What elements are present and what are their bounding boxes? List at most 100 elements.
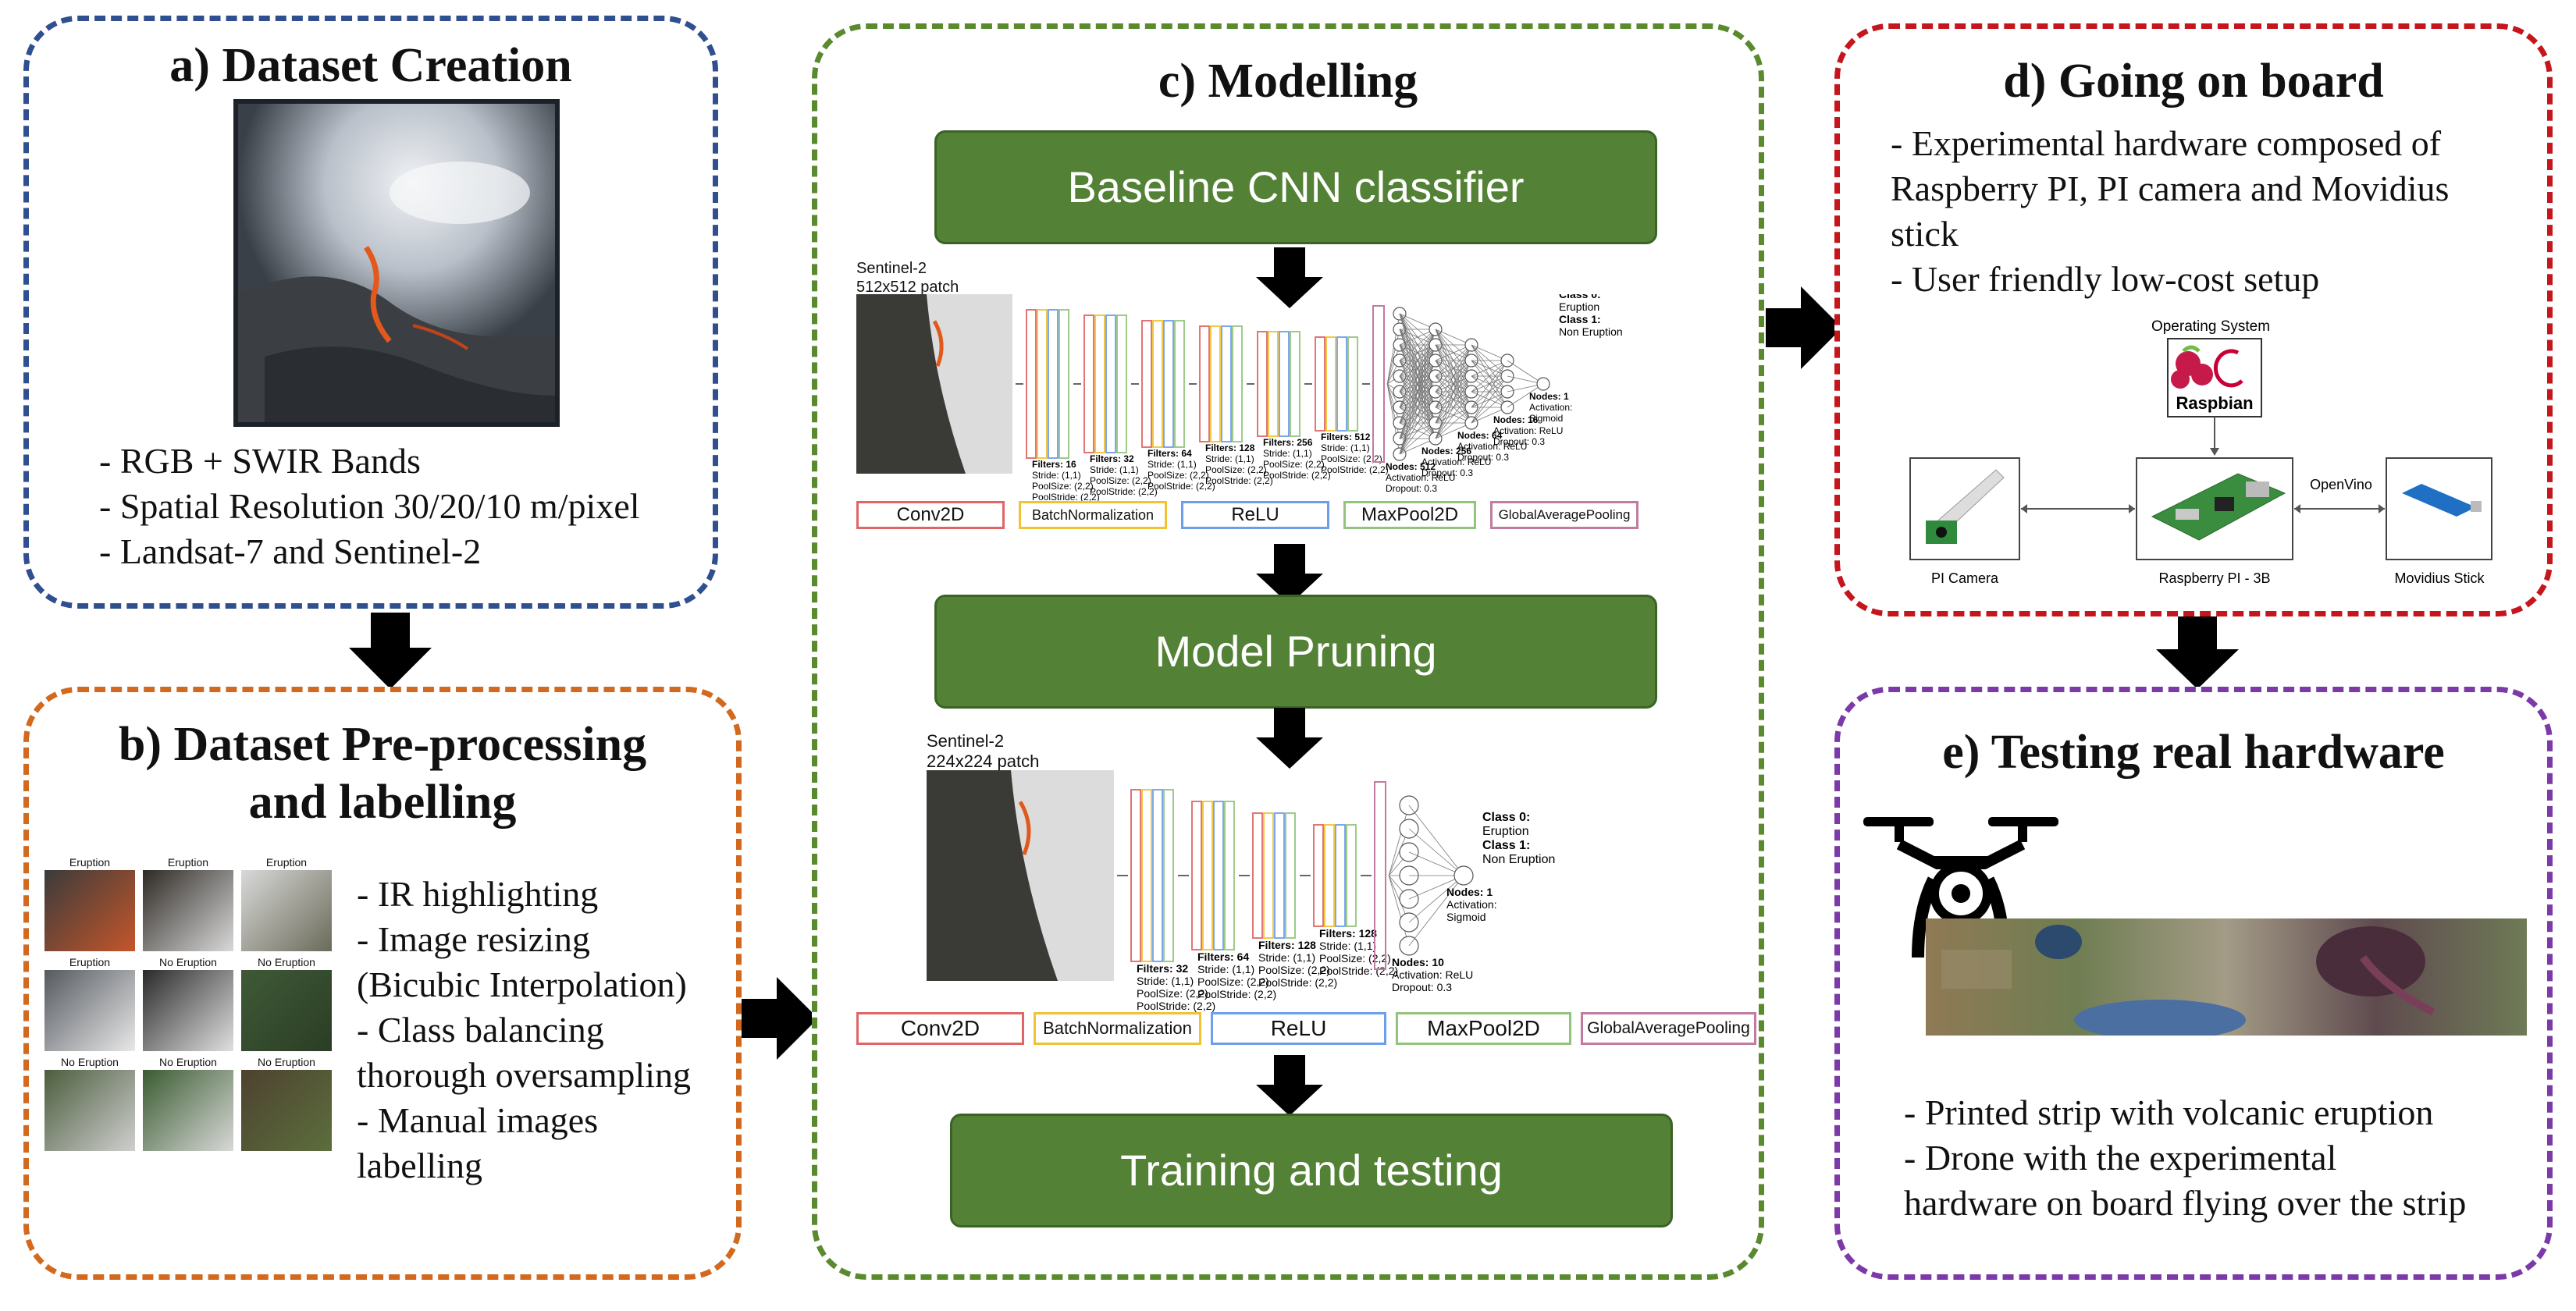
dense-params: Nodes: 1: [1529, 391, 1569, 402]
legend-batchnorm: BatchNormalization: [1034, 1012, 1201, 1045]
layer-slice: [1048, 309, 1059, 459]
layer-params: Stride: (1,1): [1321, 442, 1370, 453]
layer-params: Filters: 64: [1147, 448, 1192, 459]
dense-params: Activation:: [1529, 402, 1572, 413]
layer-params: PoolSize: (2,2): [1090, 475, 1151, 486]
satellite-thumbnail: [241, 970, 332, 1051]
panel-dataset-preprocessing: b) Dataset Pre-processing and labelling …: [23, 687, 742, 1280]
satellite-thumbnail: [241, 870, 332, 951]
net1-input-line2: 512x512 patch: [856, 279, 959, 296]
dense-connection: [1507, 360, 1544, 385]
panel-a-bullets: - RGB + SWIR Bands - Spatial Resolution …: [99, 439, 640, 574]
bullet: Raspberry PI, PI camera and Movidius: [1891, 169, 2450, 208]
layer-slice: [1221, 325, 1232, 442]
bullet: - Landsat-7 and Sentinel-2: [99, 531, 482, 571]
layer-slice: [1290, 331, 1300, 437]
bullet: stick: [1891, 214, 1959, 254]
arrow-down-icon: [1256, 1055, 1323, 1116]
legend-relu: ReLU: [1181, 501, 1329, 529]
dense-params: Nodes: 10: [1392, 956, 1444, 968]
dense-connection: [1471, 344, 1508, 408]
bullet: (Bicubic Interpolation): [357, 965, 687, 1004]
panel-d-bullets: - Experimental hardware composed of Rasp…: [1891, 121, 2449, 302]
class-label: Eruption: [1482, 825, 1529, 838]
class-label: Class 1:: [1482, 839, 1530, 852]
layer-params: PoolSize: (2,2): [1319, 952, 1391, 965]
dense-connection: [1408, 851, 1464, 876]
layer-slice: [1324, 824, 1335, 927]
layer-slice: [1263, 812, 1274, 939]
step-training-testing: Training and testing: [950, 1114, 1673, 1228]
layer-params: PoolSize: (2,2): [1147, 470, 1209, 481]
arrow-right-c-to-d: [1766, 286, 1842, 369]
dense-connection: [1408, 875, 1464, 947]
layer-params: Stride: (1,1): [1147, 459, 1197, 470]
layer-slice: [1325, 336, 1336, 432]
legend-gap: GlobalAveragePooling: [1490, 501, 1638, 529]
global-average-pooling-layer: [1374, 781, 1386, 970]
grid-image-label: Eruption: [69, 856, 111, 869]
grid-image-label: No Eruption: [61, 1056, 119, 1068]
bullet: - Drone with the experimental: [1904, 1138, 2337, 1178]
layer-params: Stride: (1,1): [1205, 453, 1254, 464]
layer-params: PoolSize: (2,2): [1321, 453, 1382, 464]
pi-camera-icon: [1926, 469, 2005, 544]
layer-params: Stride: (1,1): [1319, 940, 1376, 952]
dense-params: Dropout: 0.3: [1457, 452, 1509, 463]
legend-relu: ReLU: [1211, 1012, 1386, 1045]
layer-params: PoolStride: (2,2): [1032, 492, 1100, 503]
layer-slice: [1152, 789, 1163, 962]
legend-maxpool: MaxPool2D: [1396, 1012, 1571, 1045]
layer-slice: [1059, 309, 1069, 459]
layer-slice: [1163, 320, 1174, 448]
satellite-thumbnail: [143, 870, 233, 951]
dense-node: [1453, 865, 1474, 886]
panel-a-title: a) Dataset Creation: [169, 39, 572, 92]
layer-params: PoolStride: (2,2): [1137, 1000, 1215, 1012]
bullet: - Class balancing: [357, 1010, 604, 1050]
net1-input-line1: Sentinel-2: [856, 260, 927, 277]
hardware-setup-diagram: Operating System Raspbian PI Camera Rasp…: [1909, 318, 2492, 586]
layer-slice: [1315, 336, 1325, 432]
layer-params: Filters: 512: [1321, 432, 1371, 442]
stick-label: Movidius Stick: [2394, 570, 2485, 586]
dense-params: Dropout: 0.3: [1493, 436, 1545, 447]
layer-params: Filters: 32: [1090, 453, 1134, 464]
layer-params: Stride: (1,1): [1263, 448, 1312, 459]
satellite-thumbnail: [143, 1070, 233, 1151]
layer-slice: [1116, 314, 1127, 453]
layer-slice: [1213, 801, 1224, 950]
grid-image-label: No Eruption: [159, 956, 217, 968]
layer-params: PoolStride: (2,2): [1263, 470, 1331, 481]
bullet: - Image resizing: [357, 919, 590, 959]
layer-slice: [1037, 309, 1048, 459]
layer-slice: [1191, 801, 1202, 950]
lava-flow: [932, 320, 944, 367]
layer-params: PoolSize: (2,2): [1032, 481, 1094, 492]
grid-image-label: Eruption: [167, 856, 209, 869]
dense-connection: [1399, 407, 1436, 439]
layer-params: PoolSize: (2,2): [1137, 987, 1208, 1000]
panel-testing-hardware: e) Testing real hardware - Printed strip…: [1834, 687, 2553, 1280]
grid-image-label: No Eruption: [258, 956, 315, 968]
dense-params: Sigmoid: [1446, 911, 1486, 923]
grid-image-label: Eruption: [265, 856, 308, 869]
dense-params: Dropout: 0.3: [1421, 467, 1473, 478]
link-label: OpenVino: [2310, 477, 2372, 492]
satellite-thumbnail: [44, 970, 135, 1051]
dense-params: Activation: ReLU: [1493, 425, 1563, 436]
dense-connection: [1399, 313, 1436, 346]
layer-params: PoolSize: (2,2): [1263, 459, 1325, 470]
volcano-satellite-image: [233, 99, 560, 427]
cloud-area: [927, 294, 1012, 474]
satellite-thumbnail: [241, 1070, 332, 1151]
arrow-down-icon: [1256, 544, 1323, 605]
dense-connection: [1435, 329, 1472, 361]
panel-b-title-line1: b) Dataset Pre-processing: [118, 718, 647, 771]
layer-slice: [1274, 812, 1285, 939]
layer-slice: [1094, 314, 1105, 453]
board-label: Raspberry PI - 3B: [2158, 570, 2270, 586]
printed-volcano-strip: [1926, 918, 2527, 1036]
